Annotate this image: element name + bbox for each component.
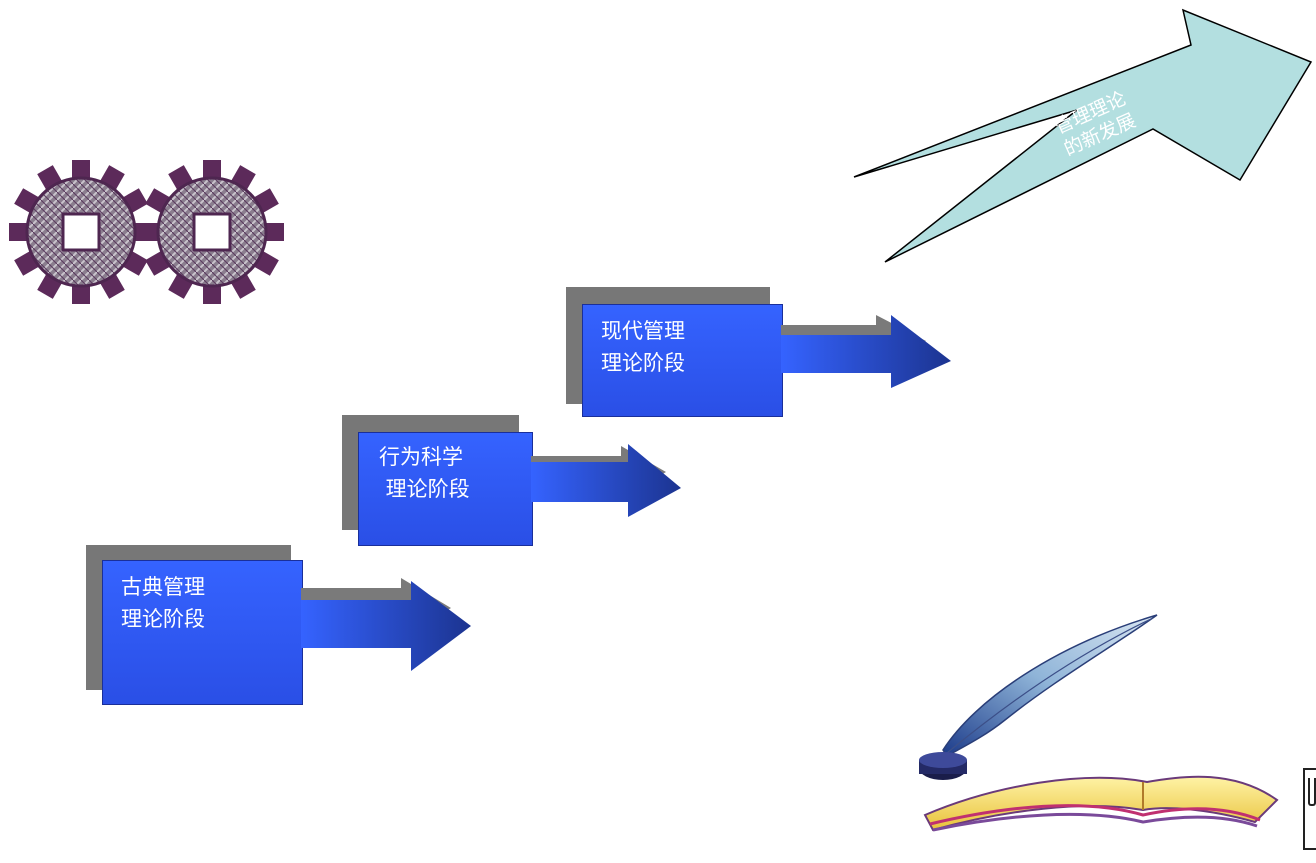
edge-frame xyxy=(1303,768,1316,850)
stage-1-label-line: 理论阶段 xyxy=(121,607,205,631)
gears-icon xyxy=(9,160,284,304)
stage-3-arrow xyxy=(781,315,951,388)
stage-1-arrow xyxy=(301,578,471,671)
stage-2-label-line: 理论阶段 xyxy=(379,477,470,501)
stage-2-arrow xyxy=(531,444,681,517)
stage-3-box: 现代管理 理论阶段 xyxy=(582,304,783,417)
stage-2-label-line: 行为科学 xyxy=(379,445,463,469)
stage-3-label-line: 理论阶段 xyxy=(601,351,685,375)
stage-1-box: 古典管理 理论阶段 xyxy=(102,560,303,705)
stage-3-label-line: 现代管理 xyxy=(601,319,685,343)
future-arrow xyxy=(853,8,1313,263)
stage-2-box: 行为科学 理论阶段 xyxy=(358,432,533,546)
quill-and-book-icon xyxy=(919,614,1279,832)
stage-1-label-line: 古典管理 xyxy=(121,575,205,599)
